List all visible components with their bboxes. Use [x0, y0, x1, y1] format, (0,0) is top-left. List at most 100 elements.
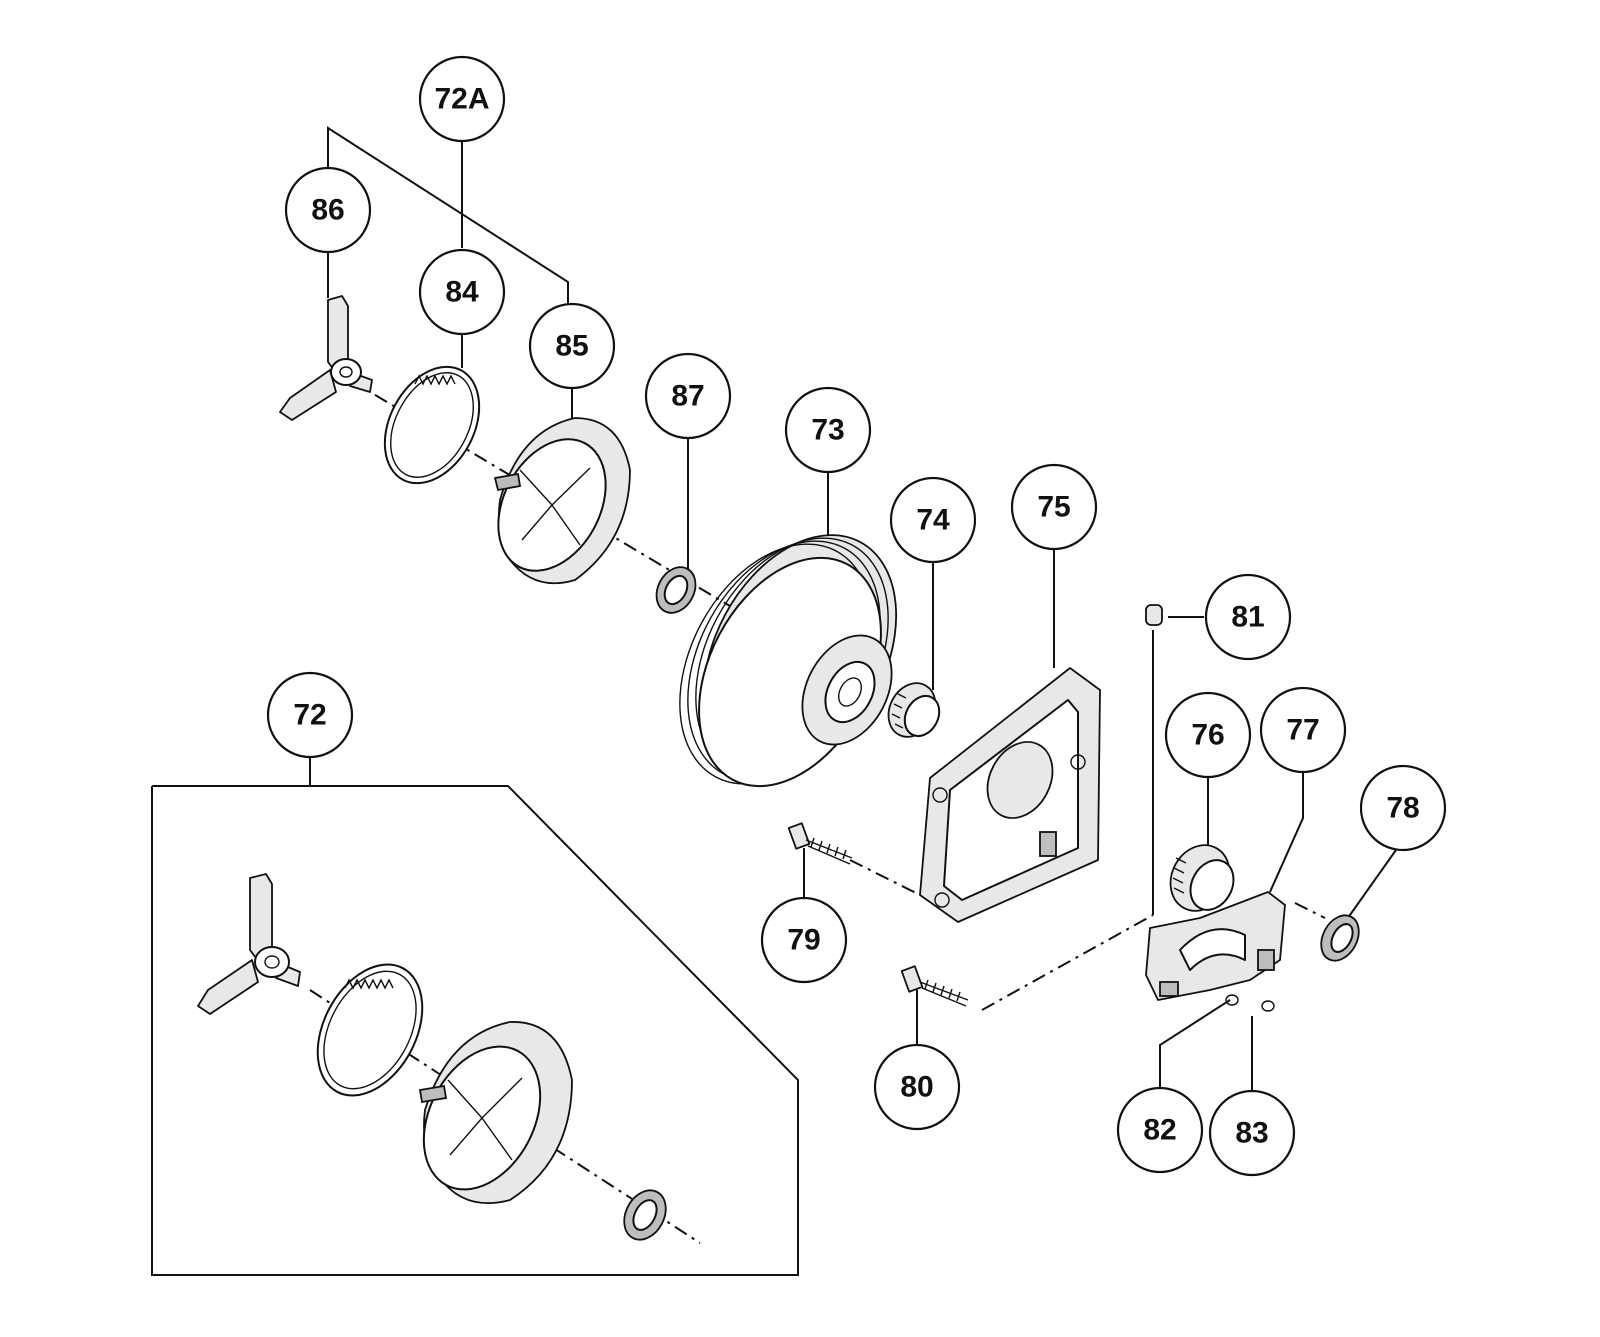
part-75-plate: [919, 667, 1101, 923]
callout-81: 81: [1204, 573, 1292, 661]
inset-spring-ring-inner: [323, 970, 417, 1090]
inset-72-frame: [151, 785, 799, 1276]
part-84-spring: [383, 365, 481, 485]
leader-77: [1269, 772, 1304, 893]
plate-75-hole-3: [934, 892, 950, 908]
oring-82: [1225, 994, 1239, 1006]
carrier-86-arm-left: [279, 369, 337, 421]
callout-72a-label: 72A: [434, 83, 489, 116]
axis-79: [849, 859, 921, 896]
inset-carrier-hub: [254, 946, 290, 978]
gear-76-teeth: [1172, 857, 1187, 894]
housing-77-tab-1: [1159, 981, 1179, 997]
leader-lines: [309, 126, 1397, 1090]
callout-86: 86: [284, 166, 372, 254]
plate-75-boss: [986, 741, 1054, 819]
carrier-86-bore: [339, 366, 353, 378]
spring-ring-84-inner: [390, 372, 474, 478]
bearing-74-needles: [891, 693, 907, 729]
callout-73-label: 73: [811, 414, 844, 447]
callout-74: 74: [889, 476, 977, 564]
shoe-85-spokes: [519, 467, 591, 546]
inset-carrier-arm-left: [197, 959, 259, 1015]
callout-72-label: 72: [293, 699, 326, 732]
part-80-bolt: [900, 965, 969, 1007]
callout-83-label: 83: [1235, 1117, 1268, 1150]
inset-carrier-bore: [264, 955, 280, 969]
part-85-clutch-shoes: [493, 417, 631, 585]
bearing-74-end: [903, 694, 941, 738]
callout-74-label: 74: [916, 504, 950, 537]
callout-76-label: 76: [1191, 719, 1224, 752]
callout-72: 72: [266, 671, 354, 759]
axis-80: [981, 914, 1154, 1011]
carrier-86-hub: [330, 358, 362, 386]
spring-coil-84: [414, 374, 456, 386]
callout-87: 87: [644, 352, 732, 440]
callout-72a: 72A: [418, 55, 506, 143]
callout-83: 83: [1208, 1089, 1296, 1177]
callout-85-label: 85: [555, 330, 588, 363]
gear-76-face: [1189, 859, 1235, 911]
callout-86-label: 86: [311, 194, 344, 227]
leader-82: [1159, 999, 1231, 1090]
plate-75-tab: [1039, 831, 1057, 857]
callout-78: 78: [1359, 764, 1447, 852]
housing-77-arch: [1179, 928, 1246, 971]
spring-ring-84: [383, 365, 481, 485]
inset-washer-inner: [632, 1199, 658, 1231]
callout-79: 79: [760, 896, 848, 984]
callout-77-label: 77: [1286, 714, 1319, 747]
inset-spring-ring: [316, 963, 424, 1097]
part-78-seal: [1320, 914, 1360, 962]
shoe-85-gap: [493, 472, 522, 492]
part-87-washer: [655, 566, 697, 614]
callout-73: 73: [784, 386, 872, 474]
part-86-clutch-carrier: [279, 295, 373, 421]
callout-87-label: 87: [671, 380, 704, 413]
callout-84-label: 84: [445, 276, 479, 309]
callout-84: 84: [418, 248, 506, 336]
bolt-80-head: [900, 965, 924, 993]
inset-shoe-gap: [418, 1084, 448, 1104]
bolt-79-thread: [805, 837, 853, 865]
inset-shoe-spokes: [447, 1077, 523, 1161]
washer-87-inner: [663, 574, 689, 606]
sprocket-73-hub: [824, 660, 876, 724]
callout-75-label: 75: [1037, 491, 1070, 524]
seal-78-inner: [1330, 923, 1354, 953]
inset-carrier-arm-top: [249, 873, 273, 959]
bolt-80-thread: [919, 979, 969, 1007]
callout-82-label: 82: [1143, 1114, 1176, 1147]
bolt-79-head: [787, 822, 811, 850]
part-73-clutch-drum: [679, 534, 898, 788]
callout-76: 76: [1164, 691, 1252, 779]
callout-85: 85: [528, 302, 616, 390]
callout-75: 75: [1010, 463, 1098, 551]
inset-72: [151, 785, 799, 1276]
inset-spring-coil: [344, 978, 394, 990]
oring-83: [1261, 1000, 1275, 1012]
plate-75-hole-1: [932, 787, 948, 803]
part-74-needle-bearing: [887, 682, 941, 738]
part-81-cap: [1145, 604, 1163, 626]
housing-77-tab-2: [1257, 949, 1275, 971]
callout-80-label: 80: [900, 1071, 933, 1104]
leader-72a-bracket: [327, 126, 569, 305]
callout-80: 80: [873, 1043, 961, 1131]
callout-77: 77: [1259, 686, 1347, 774]
part-82-83-orings: [1225, 994, 1275, 1012]
plate-75-hole-2: [1070, 754, 1086, 770]
sprocket-73-bore: [838, 677, 862, 707]
axis-78: [1294, 902, 1326, 919]
callout-79-label: 79: [787, 924, 820, 957]
part-79-bolt: [787, 822, 853, 865]
callout-78-label: 78: [1386, 792, 1419, 825]
callout-82: 82: [1116, 1086, 1204, 1174]
leader-78: [1344, 849, 1397, 923]
part-76-worm-gear: [1169, 844, 1235, 912]
cap-81-body: [1145, 604, 1163, 626]
callout-81-label: 81: [1231, 601, 1264, 634]
part-77-pump-housing: [1145, 891, 1286, 1001]
